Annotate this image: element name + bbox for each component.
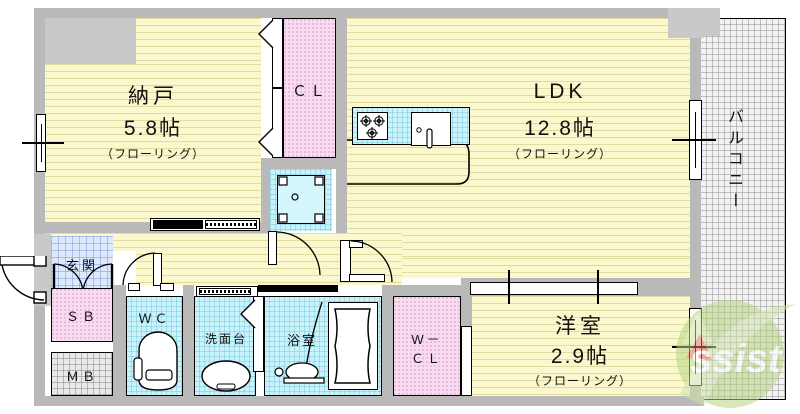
ldk-top-right-pillar — [668, 8, 704, 38]
kitchen-counter-outline — [347, 139, 470, 185]
room-ldk-floor-ext — [347, 258, 690, 278]
meter-box-mb-label: ＭＢ — [65, 369, 98, 384]
wall-top — [34, 8, 704, 18]
washroom-sliding-door-panel — [199, 288, 251, 295]
wcl-label-line1: W－ — [411, 332, 443, 347]
wall-cl-bottom — [261, 158, 341, 169]
closet-cl — [283, 18, 336, 158]
window-yoshitsu-top-mullion-b — [597, 270, 599, 304]
bathtub — [334, 308, 371, 384]
sliding-door-nando-panel-b — [205, 220, 257, 229]
closet-cl-door-arrows — [258, 19, 274, 157]
kitchen-counter-body — [347, 140, 469, 184]
wall-left-lower — [34, 234, 45, 406]
door-hall-swing-a — [276, 231, 321, 276]
closet-cl-label: ＣＬ — [291, 83, 328, 100]
wall-wcl-left — [382, 285, 393, 406]
bathroom-door-arrow — [240, 299, 256, 329]
wc-label: ＷＣ — [138, 311, 171, 326]
bathroom-label: 浴室 — [286, 333, 317, 348]
room-yoshitsu-size: 2.9帖 — [550, 345, 610, 368]
washroom-door-head-rail — [258, 285, 338, 292]
room-ldk-size: 12.8帖 — [524, 117, 596, 140]
wall-hall-left — [261, 158, 272, 258]
wcl-label-line2: ＣＬ — [410, 351, 443, 366]
washroom-label: 洗面台 — [204, 332, 247, 346]
entrance-label: 玄関 — [65, 258, 98, 273]
entrance-inner-doors[interactable] — [51, 262, 115, 294]
window-yoshitsu-top-mullion-a — [508, 270, 510, 304]
window-nando-left-sill — [22, 142, 64, 144]
walk-in-closet — [393, 296, 461, 396]
meter-box-mb-outline — [51, 352, 113, 396]
room-yoshitsu-material: （フローリング） — [527, 374, 632, 388]
front-door[interactable] — [0, 256, 54, 314]
window-yoshitsu-top[interactable] — [470, 282, 638, 295]
shoe-box-sb-label: ＳＢ — [65, 309, 98, 324]
wcl-door[interactable] — [461, 326, 472, 396]
wall-wc-left — [113, 285, 126, 406]
toilet — [133, 331, 178, 391]
bathroom-shower-fixtures — [274, 301, 325, 384]
shoe-box-sb-outline — [51, 288, 113, 342]
balcony-inner-wall — [690, 18, 701, 400]
room-ldk-material: （フローリング） — [507, 147, 612, 161]
room-nando-name: 納戸 — [128, 85, 178, 108]
meter-box-mb — [51, 352, 113, 396]
gas-stove-burners — [360, 115, 385, 139]
door-ldk-entry-jamb-bottom — [349, 274, 385, 282]
washing-machine-pan-detail — [278, 176, 324, 223]
window-ldk-sill — [672, 139, 716, 141]
wash-basin — [201, 360, 251, 392]
door-ldk-entry-frame[interactable] — [340, 240, 351, 282]
balcony-label: バルコニー — [725, 108, 742, 213]
room-yoshitsu-name: 洋室 — [555, 315, 605, 338]
door-hall-to-nando-side[interactable] — [268, 231, 277, 265]
room-yoshitsu-floor — [472, 296, 690, 396]
closet-cl-outline — [283, 18, 336, 158]
closet-cl-door-lower[interactable] — [272, 88, 283, 158]
room-nando-material: （フローリング） — [100, 147, 205, 161]
room-nando-floor — [45, 64, 261, 222]
window-yoshitsu-right-sill — [672, 346, 716, 348]
room-nando-floor-upper — [136, 18, 261, 64]
wall-bottom — [34, 396, 704, 406]
wc-door-jamb-right — [160, 283, 174, 291]
wc-outline — [126, 296, 183, 396]
kitchen-sink-faucet — [416, 127, 433, 149]
wall-washroom-left — [183, 285, 194, 406]
wall-yoshitsu-left — [461, 285, 472, 326]
wall-cl-right — [336, 18, 347, 258]
bathroom-door[interactable] — [253, 296, 264, 372]
room-ldk-name: LDK — [533, 80, 587, 103]
bathroom-outline — [264, 296, 382, 396]
door-hall-swing-b — [350, 240, 393, 283]
entrance-tile — [51, 236, 113, 288]
room-nando-size: 5.8帖 — [123, 117, 183, 140]
shoe-box-sb — [51, 288, 113, 342]
wc-door[interactable] — [153, 253, 162, 286]
wall-wcl-top — [393, 285, 483, 296]
door-ldk-entry-jamb-top — [349, 240, 363, 248]
wc-door-jamb-left — [128, 283, 140, 291]
front-door-wall — [34, 234, 51, 306]
wc-door-swing — [122, 252, 156, 286]
sliding-door-nando-panel-a — [153, 220, 203, 229]
closet-cl-door-upper[interactable] — [272, 18, 283, 88]
walk-in-closet-outline — [393, 296, 461, 396]
